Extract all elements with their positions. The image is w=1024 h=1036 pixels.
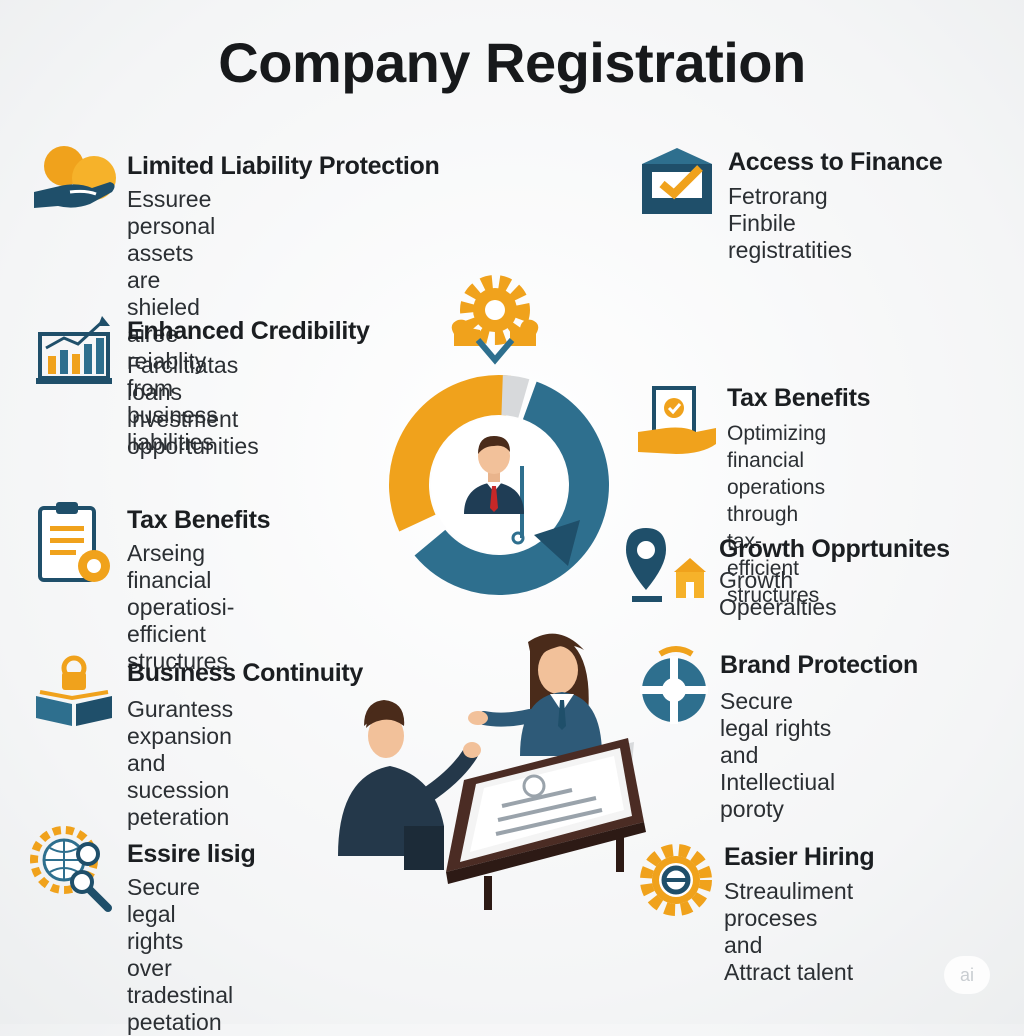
feature-title: Tax Benefits	[127, 506, 271, 534]
feature-title: Growth Opprtunites	[719, 535, 950, 563]
businessman-avatar	[464, 436, 524, 514]
book-lock-icon	[36, 655, 112, 726]
feature-title: Brand Protection	[720, 651, 918, 679]
shield-circle-icon	[640, 646, 708, 724]
feature-description: Essuree personal assets are shieled aire…	[127, 186, 218, 455]
feature-title: Enhanced Credibility	[127, 317, 370, 345]
feature-title: Easier Hiring	[724, 843, 875, 871]
feature-description: Secure legal rights over tradestinal pee…	[127, 874, 234, 1035]
growth-chart-icon	[36, 316, 112, 384]
feature-description: Secure legal rights and Intellectiual po…	[720, 688, 836, 822]
globe-search-icon	[30, 826, 112, 912]
hand-certificate-icon	[638, 386, 716, 454]
feature-title: Tax Benefits	[727, 384, 871, 412]
feature-description: Farciltiatas loans investment opportunit…	[127, 352, 259, 459]
hand-coin-icon	[34, 146, 116, 208]
feature-description: Gurantess expansion and sucession petera…	[127, 696, 234, 830]
gear-target-icon	[640, 844, 712, 916]
feature-description: Streauliment proceses and Attract talent	[724, 878, 854, 985]
feature-title: Essire lisig	[127, 840, 256, 868]
feature-title: Access to Finance	[728, 148, 943, 176]
feature-title: Limited Liability Protection	[127, 152, 440, 180]
feature-description: Arseing financial operatiosi-efficient s…	[127, 540, 235, 674]
envelope-check-icon	[642, 148, 712, 214]
page-title: Company Registration	[218, 31, 806, 94]
clipboard-coin-icon	[38, 502, 110, 582]
feature-description: Optimizing financial operations through …	[727, 422, 827, 607]
feature-description: Fetrorang Finbile registratities	[728, 183, 852, 263]
ai-watermark: ai	[944, 956, 990, 994]
feature-title: Business Continuity	[127, 659, 363, 687]
map-pin-house-icon	[626, 528, 706, 602]
center-ring-diagram	[388, 375, 609, 595]
center-gear-puzzle-icon	[451, 275, 539, 365]
meeting-illustration	[338, 633, 646, 910]
feature-description: Growth Opeeralties	[719, 567, 837, 620]
